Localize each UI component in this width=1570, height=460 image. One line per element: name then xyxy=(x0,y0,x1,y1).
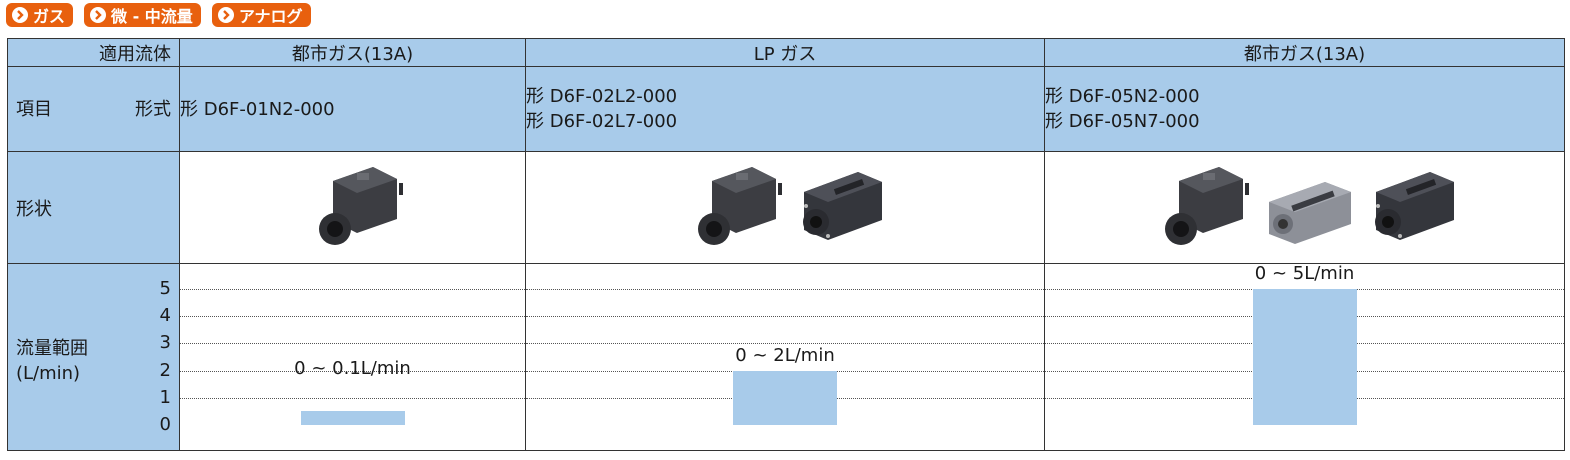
shape-row: 形状 xyxy=(7,151,1565,264)
tag-label: 微 - 中流量 xyxy=(111,7,193,26)
shape-cell xyxy=(525,151,1045,264)
range-bar xyxy=(300,411,405,425)
y-tick-label: 4 xyxy=(159,305,171,327)
tag-analog[interactable]: アナログ xyxy=(211,3,311,27)
chevron-right-icon xyxy=(12,7,28,23)
range-bar xyxy=(1252,289,1357,425)
model-number: 形 D6F-02L2-000 xyxy=(526,86,678,107)
model-row: 項目 形式 形 D6F-01N2-000 形 D6F-02L2-000 形 D6… xyxy=(7,66,1565,152)
axis-title: 流量範囲 (L/min) xyxy=(16,336,88,386)
fluid-cell: 都市ガス(13A) xyxy=(1044,38,1565,67)
category-tags: ガス 微 - 中流量 アナログ xyxy=(6,3,311,29)
item-label: 項目 xyxy=(16,98,52,120)
model-number: 形 D6F-05N2-000 xyxy=(1045,86,1200,107)
model-header: 項目 形式 xyxy=(7,66,180,152)
chevron-right-icon xyxy=(90,7,107,23)
flow-sensor-image xyxy=(802,171,882,240)
tag-flow-range[interactable]: 微 - 中流量 xyxy=(84,3,201,27)
flow-sensor-image xyxy=(318,166,405,245)
shape-cell xyxy=(1044,151,1565,264)
y-axis: 流量範囲 (L/min) 0 1 2 3 4 5 xyxy=(8,264,179,450)
grid-line xyxy=(526,316,1044,318)
spec-table: 適用流体 都市ガス(13A) LP ガス 都市ガス(13A) 項目 形式 形 D… xyxy=(7,38,1565,451)
y-tick-label: 3 xyxy=(159,332,171,354)
y-tick-label: 5 xyxy=(159,278,171,299)
shape-cell xyxy=(179,151,526,264)
model-cell: 形 D6F-01N2-000 xyxy=(179,66,526,152)
range-cell: 0 ~ 5L/min xyxy=(1044,263,1565,451)
fluid-row: 適用流体 都市ガス(13A) LP ガス 都市ガス(13A) xyxy=(7,38,1565,67)
range-bar xyxy=(733,370,837,425)
model-number: 形 D6F-02L7-000 xyxy=(526,111,678,132)
grid-line xyxy=(180,370,525,372)
y-tick-label: 0 xyxy=(159,414,171,435)
bar-data-label: 0 ~ 0.1L/min xyxy=(294,358,411,380)
tag-label: アナログ xyxy=(238,7,303,26)
fluid-label: 適用流体 xyxy=(7,38,180,67)
bar-data-label: 0 ~ 2L/min xyxy=(735,344,835,366)
grid-line xyxy=(180,316,525,318)
axis-title-line: (L/min) xyxy=(16,363,81,384)
y-tick-label: 2 xyxy=(159,359,171,381)
axis-title-line: 流量範囲 xyxy=(16,338,88,359)
flow-sensor-image xyxy=(1268,181,1351,244)
range-cell: 0 ~ 2L/min xyxy=(525,263,1045,451)
flow-sensor-image xyxy=(1375,171,1455,240)
range-row: 流量範囲 (L/min) 0 1 2 3 4 5 0 ~ 0.1L/min 0 ~ 2L/… xyxy=(7,263,1565,451)
model-number: 形 D6F-05N7-000 xyxy=(1045,111,1200,132)
fluid-cell: LP ガス xyxy=(525,38,1045,67)
range-label-cell: 流量範囲 (L/min) 0 1 2 3 4 5 xyxy=(7,263,180,451)
y-tick-label: 1 xyxy=(159,386,171,408)
model-cell: 形 D6F-05N2-000 形 D6F-05N7-000 xyxy=(1044,66,1565,152)
grid-line xyxy=(180,289,525,290)
flow-sensor-image xyxy=(1164,166,1251,245)
model-label: 形式 xyxy=(135,98,171,120)
range-cell: 0 ~ 0.1L/min xyxy=(179,263,526,451)
flow-sensor-image xyxy=(698,166,785,245)
chevron-right-icon xyxy=(217,7,234,23)
bar-data-label: 0 ~ 5L/min xyxy=(1254,263,1355,284)
grid-line xyxy=(180,343,525,345)
tag-label: ガス xyxy=(33,7,66,26)
fluid-cell: 都市ガス(13A) xyxy=(179,38,526,67)
grid-line xyxy=(526,289,1044,290)
shape-label: 形状 xyxy=(7,151,180,264)
tag-gas[interactable]: ガス xyxy=(6,3,74,27)
model-cell: 形 D6F-02L2-000 形 D6F-02L7-000 xyxy=(525,66,1045,152)
model-number: 形 D6F-01N2-000 xyxy=(180,98,335,120)
grid-line xyxy=(180,397,525,399)
grid-line xyxy=(526,343,1044,345)
